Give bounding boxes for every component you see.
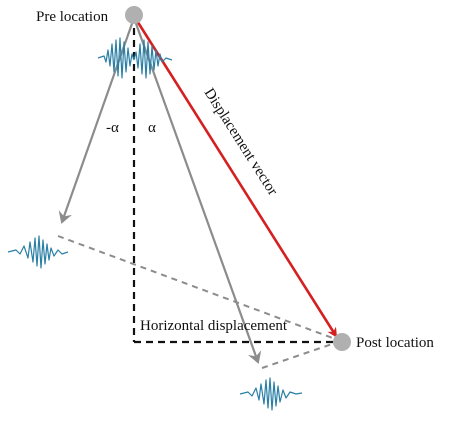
left-wavelet-dotted-line: [57, 235, 339, 341]
source-waveform-left: [97, 37, 135, 79]
pre-location-marker: [125, 6, 143, 24]
alpha-right-label: α: [148, 120, 156, 136]
left-received-waveform: [7, 235, 69, 269]
post-location-label: Post location: [356, 335, 434, 351]
alpha-left-label: -α: [106, 120, 119, 136]
right-received-waveform: [239, 377, 303, 411]
horizontal-displacement-label: Horizontal displacement: [140, 318, 288, 334]
left-beam-arrow: [58, 17, 136, 224]
right-wavelet-dotted-line: [261, 341, 339, 369]
pre-location-label: Pre location: [36, 9, 109, 25]
right-beam-arrow: [132, 17, 262, 364]
post-location-marker: [333, 333, 351, 351]
displacement-vector-arrow: [132, 15, 338, 338]
source-waveform-right: [133, 39, 173, 79]
